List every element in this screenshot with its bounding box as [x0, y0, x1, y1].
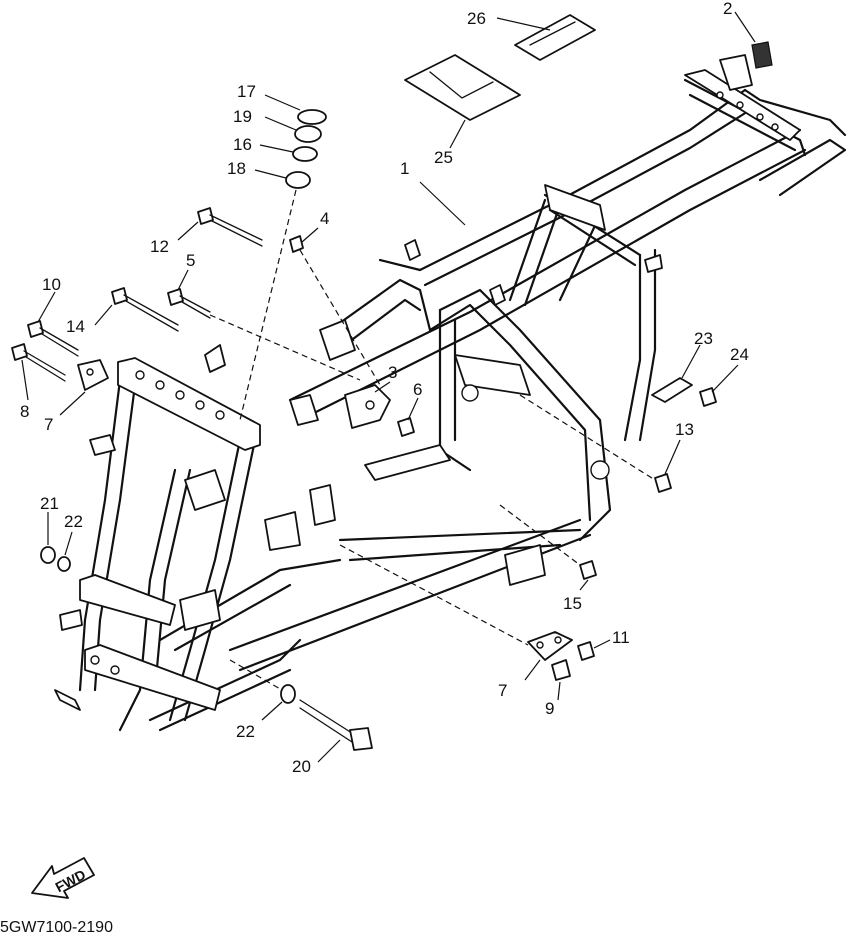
main-frame [54, 54, 847, 732]
catalog-code: 5GW7100-2190 [0, 919, 113, 935]
callout-7-right: 7 [498, 681, 507, 700]
callout-3: 3 [388, 363, 397, 382]
part-13-15-nuts [499, 394, 681, 591]
callout-10: 10 [42, 275, 61, 294]
part-7-9-11 [339, 544, 611, 701]
fwd-arrow-icon: FWD [31, 857, 95, 899]
bushing-stack [239, 94, 327, 421]
callout-15: 15 [563, 594, 582, 613]
callout-24: 24 [730, 345, 749, 364]
callout-16: 16 [233, 135, 252, 154]
callout-20: 20 [292, 757, 311, 776]
callout-18: 18 [227, 159, 246, 178]
callout-17: 17 [237, 82, 256, 101]
part-23-24 [651, 344, 739, 407]
callout-5: 5 [186, 251, 195, 270]
callout-8: 8 [20, 402, 29, 421]
callout-4: 4 [320, 209, 329, 228]
callout-7-left: 7 [44, 415, 53, 434]
callout-2: 2 [723, 0, 732, 18]
callout-23: 23 [694, 329, 713, 348]
part-2-clip [734, 11, 773, 69]
part-21-22 [40, 512, 73, 572]
part-20-22-bolt [229, 659, 373, 763]
callout-14: 14 [66, 317, 85, 336]
leader-1 [419, 181, 466, 226]
callout-22-left: 22 [64, 512, 83, 531]
bolts-left [11, 207, 361, 416]
callout-12: 12 [150, 237, 169, 256]
callout-1: 1 [400, 159, 409, 178]
callout-6: 6 [413, 380, 422, 399]
callout-19: 19 [233, 107, 252, 126]
callout-22-bottom: 22 [236, 722, 255, 741]
callout-11: 11 [612, 628, 630, 647]
callout-21: 21 [40, 494, 59, 513]
callout-labels: 26 2 17 19 16 18 25 1 4 12 5 10 14 23 24… [20, 0, 749, 776]
part-26-cover [496, 14, 596, 61]
callout-13: 13 [675, 420, 694, 439]
callout-26: 26 [467, 9, 486, 28]
center-small-parts [289, 227, 419, 437]
part-25-panel [404, 54, 521, 149]
callout-9: 9 [545, 699, 554, 718]
callout-25: 25 [434, 148, 453, 167]
